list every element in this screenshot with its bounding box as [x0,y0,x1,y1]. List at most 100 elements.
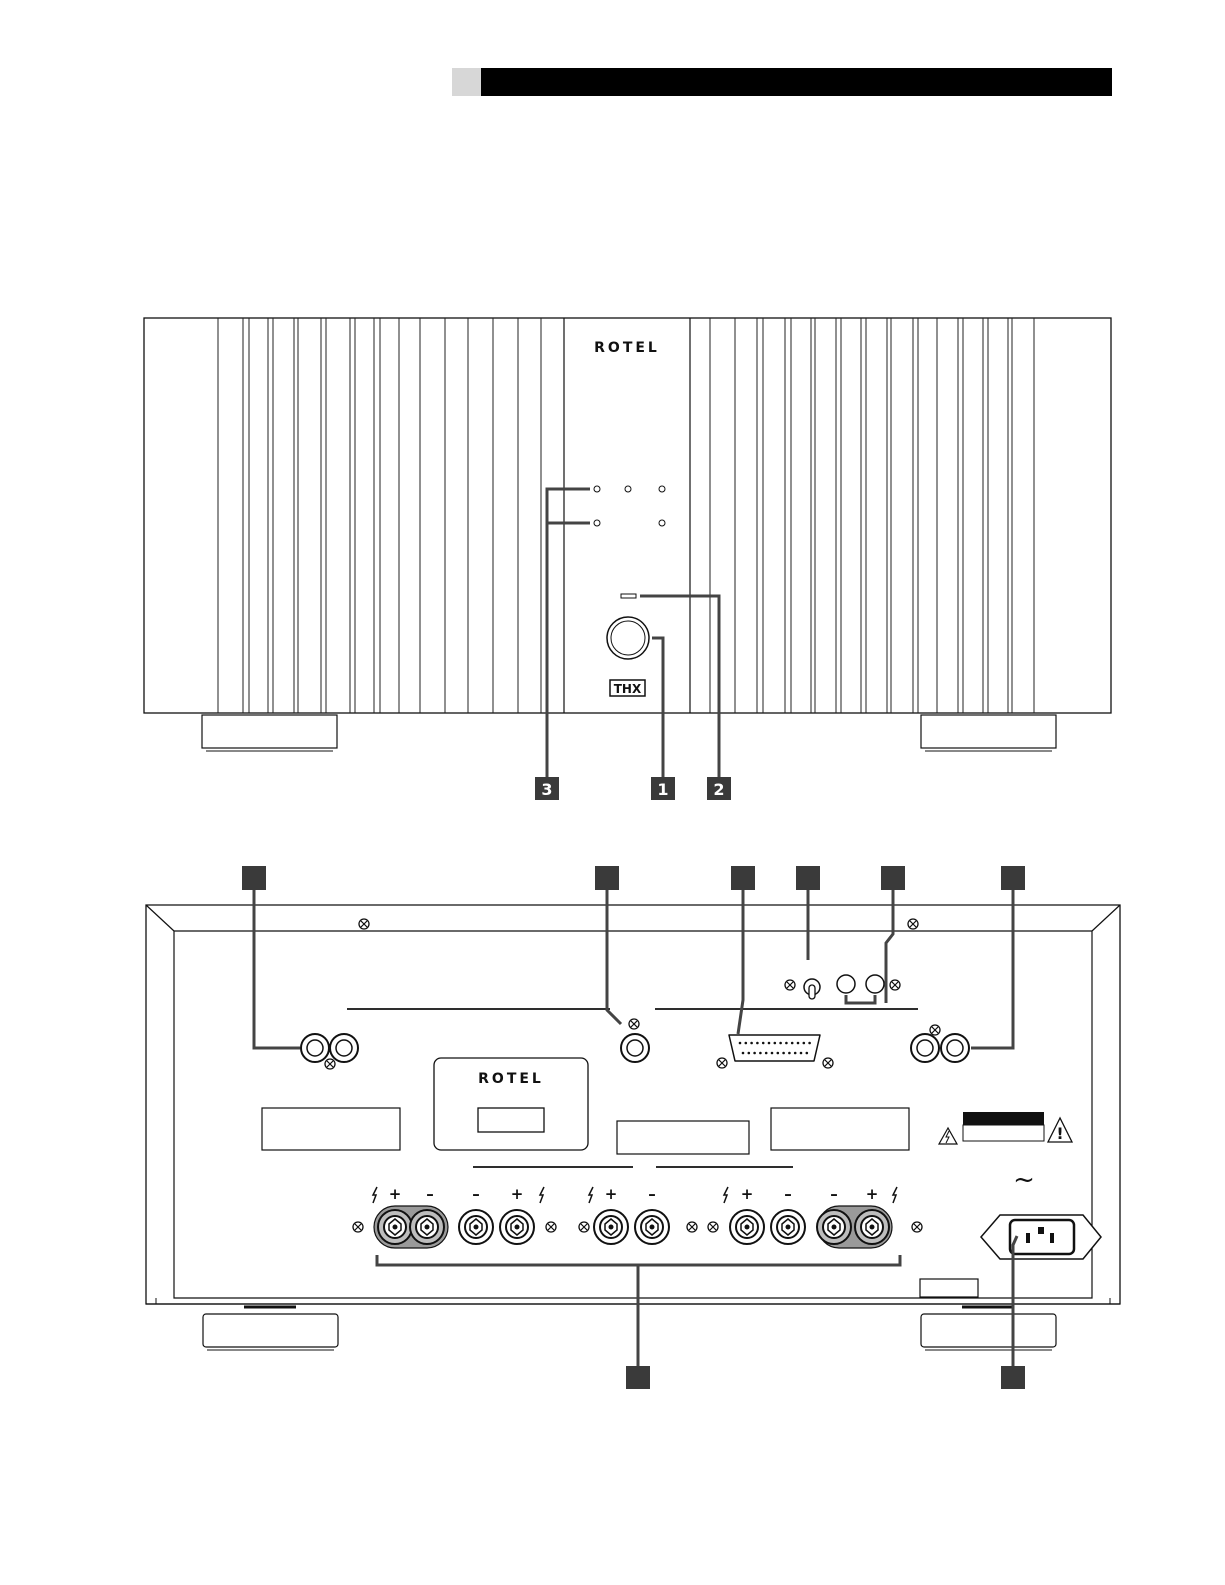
power-button-inner[interactable] [611,621,645,655]
rear-callout-top [796,866,820,890]
speaker-binding-post[interactable] [771,1210,805,1244]
callout-label: 1 [657,780,668,799]
db25-pin [788,1052,791,1055]
db25-pin [803,1042,806,1045]
screw-icon [708,1222,718,1232]
rating-label [920,1279,978,1297]
front-brand-logo: ROTEL [594,340,660,356]
header-swatch [452,68,481,96]
screw-icon [890,980,900,990]
serial-label [478,1108,544,1132]
db25-connector[interactable] [729,1035,820,1061]
warning-exclamation: ! [1056,1124,1063,1143]
polarity-label: + [866,1185,879,1203]
protection-led [594,520,600,526]
screw-icon [785,980,795,990]
speaker-binding-post[interactable] [594,1210,628,1244]
rear-foot-right [921,1314,1056,1347]
header-black-bar [481,68,1112,96]
iec-ground-pin [1038,1227,1044,1234]
speaker-binding-post[interactable] [500,1210,534,1244]
speaker-binding-post[interactable] [817,1210,851,1244]
protection-led [659,486,665,492]
screw-icon [930,1025,940,1035]
screw-icon [353,1222,363,1232]
screw-icon [823,1058,833,1068]
screw-icon [546,1222,556,1232]
db25-pin [745,1042,748,1045]
speaker-binding-post[interactable] [378,1210,412,1244]
polarity-label: – [784,1185,792,1203]
db25-pin [742,1052,745,1055]
polarity-label: + [741,1185,754,1203]
db25-pin [777,1052,780,1055]
polarity-label: – [472,1185,480,1203]
front-callout-2: 2 [707,777,731,800]
rear-callout-bottom [626,1366,650,1389]
db25-pin [759,1052,762,1055]
db25-pin [794,1052,797,1055]
front-foot-right [921,715,1056,748]
polarity-label: – [426,1185,434,1203]
screw-icon [912,1222,922,1232]
db25-pin [782,1052,785,1055]
db25-pin [750,1042,753,1045]
rear-foot-left [203,1314,338,1347]
db25-pin [771,1052,774,1055]
rear-callout-top [731,866,755,890]
screw-icon [579,1222,589,1232]
header-bar [452,68,1112,96]
iec-pin [1050,1233,1054,1243]
db25-pin [762,1042,765,1045]
front-callout-3: 3 [535,777,559,800]
front-panel: ROTEL THX [144,318,1111,800]
rear-callout-top [595,866,619,890]
speaker-binding-post[interactable] [459,1210,493,1244]
rear-brand-logo: ROTEL [478,1071,544,1087]
db25-pin [756,1042,759,1045]
polarity-label: – [648,1185,656,1203]
rear-callout-top [881,866,905,890]
screw-icon [325,1059,335,1069]
screw-icon [717,1058,727,1068]
front-foot-left [202,715,337,748]
power-indicator-led [621,594,636,598]
label-plate-left [262,1108,400,1150]
speaker-binding-post[interactable] [635,1210,669,1244]
db25-pin [779,1042,782,1045]
screw-icon [908,919,918,929]
screw-icon [687,1222,697,1232]
trigger-jack-1[interactable] [837,975,855,993]
screw-icon [629,1019,639,1029]
db25-pin [800,1052,803,1055]
speaker-binding-post[interactable] [410,1210,444,1244]
ac-symbol: ~ [1013,1165,1035,1195]
thx-logo: THX [610,680,645,696]
caution-white-band [963,1125,1044,1141]
db25-pin [753,1052,756,1055]
protection-led [625,486,631,492]
polarity-label: – [830,1185,838,1203]
trigger-jack-2[interactable] [866,975,884,993]
db25-pin [765,1052,768,1055]
polarity-label: + [511,1185,524,1203]
polarity-label: + [605,1185,618,1203]
db25-pin [774,1042,777,1045]
db25-pin [739,1042,742,1045]
iec-pin [1026,1233,1030,1243]
protection-led [659,520,665,526]
db25-pin [791,1042,794,1045]
label-plate-center [617,1121,749,1154]
iec-socket[interactable] [1010,1220,1074,1254]
rear-callout-bottom [1001,1366,1025,1389]
thx-mark: THX [614,682,642,696]
speaker-binding-post[interactable] [855,1210,889,1244]
db25-pin [768,1042,771,1045]
label-plate-right [771,1108,909,1150]
rear-callout-top [1001,866,1025,890]
rear-panel: ROTEL ! +––++–+––+ ~ [146,866,1120,1389]
db25-pin [797,1042,800,1045]
rca-input-center[interactable] [621,1034,649,1062]
speaker-binding-post[interactable] [730,1210,764,1244]
